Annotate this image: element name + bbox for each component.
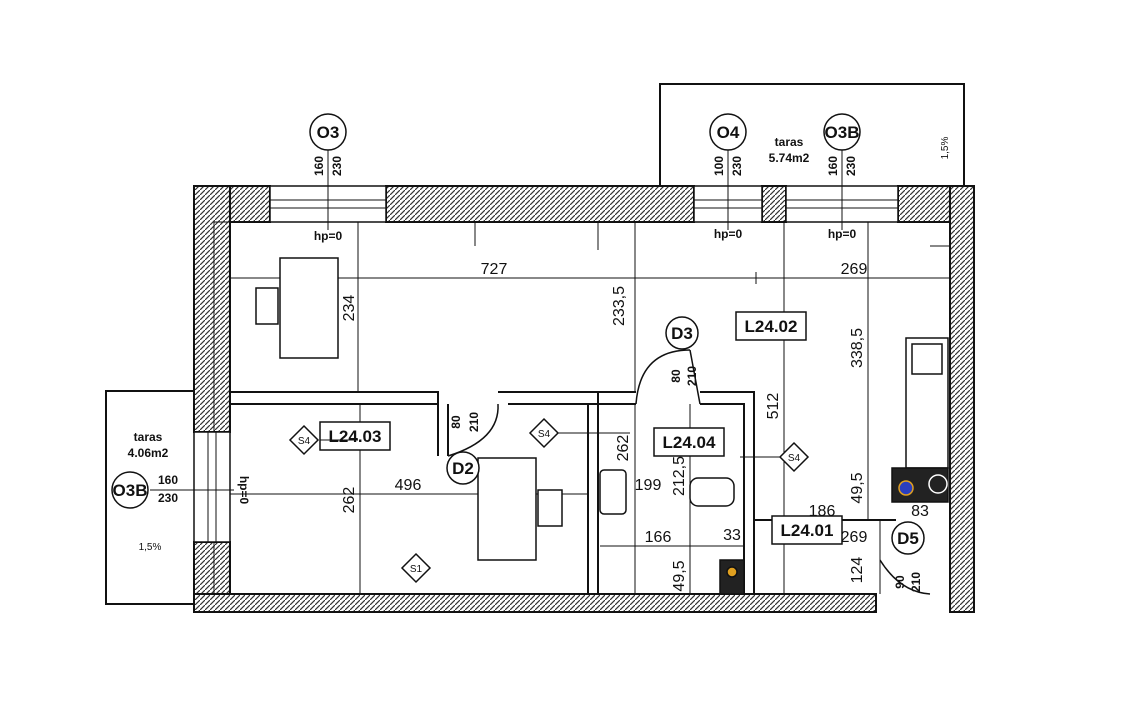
window-openings	[193, 185, 899, 543]
dim-186: 186	[809, 503, 836, 520]
desk-top	[279, 257, 339, 359]
dim-269-top: 269	[841, 261, 868, 278]
washbasin	[599, 469, 627, 515]
terrace-left: taras 4.06m2 1,5%	[105, 390, 194, 605]
dim-512: 512	[765, 393, 782, 420]
window-o3b-top-hp: hp=0	[828, 227, 857, 241]
dim-727: 727	[481, 261, 508, 278]
window-o4-width: 100	[712, 156, 726, 176]
dim-233-5: 233,5	[611, 286, 628, 326]
dim-49-5-right: 49,5	[849, 472, 866, 503]
window-o3b-left-hp: hp=0	[237, 476, 251, 505]
toilet	[689, 477, 735, 507]
exterior-walls	[193, 185, 975, 613]
dim-212-5: 212,5	[671, 456, 688, 496]
terrace-left-area: 4.06m2	[128, 446, 169, 460]
door-tags: D2 80 210 D3 80 210 D5 90 210	[446, 316, 925, 592]
dim-83: 83	[911, 503, 929, 520]
door-tag-d3: D3	[671, 324, 693, 343]
dim-199: 199	[635, 477, 662, 494]
room-labels: L24.02 L24.03 L24.04 L24.01	[319, 311, 843, 545]
window-tag-o4: O4	[717, 123, 740, 142]
window-o4-hp: hp=0	[714, 227, 743, 241]
socket-markers: S4 S4 S4 S1	[288, 417, 810, 584]
dim-33: 33	[723, 527, 741, 544]
terrace-top: taras 5.74m2 1,5%	[659, 83, 965, 186]
window-tag-o3b-top: O3B	[825, 123, 860, 142]
terrace-left-slope: 1,5%	[139, 542, 162, 553]
socket-s4-b: S4	[538, 429, 551, 440]
room-label-L24-03: L24.03	[329, 427, 382, 446]
terrace-left-label: taras	[134, 430, 163, 444]
dim-262-left: 262	[341, 487, 358, 514]
socket-s4-c: S4	[788, 453, 801, 464]
window-tag-o3b-left: O3B	[113, 481, 148, 500]
window-o3b-left-height: 230	[158, 491, 178, 505]
door-d5-height: 210	[909, 572, 923, 592]
window-o3b-top-height: 230	[844, 156, 858, 176]
window-tag-o3: O3	[317, 123, 340, 142]
dim-269-mid: 269	[841, 529, 868, 546]
terrace-top-slope: 1,5%	[940, 136, 951, 159]
window-o3b-left-width: 160	[158, 473, 178, 487]
window-o3b-top-width: 160	[826, 156, 840, 176]
dim-262-bath: 262	[615, 435, 632, 462]
door-d3-height: 210	[685, 366, 699, 386]
room-label-L24-04: L24.04	[663, 433, 716, 452]
door-tag-d2: D2	[452, 459, 474, 478]
door-d2-height: 210	[467, 412, 481, 432]
door-d3-width: 80	[669, 369, 683, 383]
room-label-L24-01: L24.01	[781, 521, 834, 540]
socket-s4-a: S4	[298, 436, 311, 447]
window-o3-height: 230	[330, 156, 344, 176]
dim-49-5-bottom: 49,5	[671, 560, 688, 591]
dim-338-5: 338,5	[849, 328, 866, 368]
dim-234: 234	[341, 295, 358, 322]
chair-bottom	[537, 489, 563, 527]
window-o3-hp: hp=0	[314, 229, 343, 243]
sink	[911, 343, 943, 375]
desk-bottom	[477, 457, 537, 561]
window-o4-height: 230	[730, 156, 744, 176]
chair-top	[255, 287, 279, 325]
dimension-texts: 727 269 234 233,5 338,5 512 262 496 262 …	[341, 261, 929, 592]
dim-166: 166	[645, 529, 672, 546]
door-swings	[447, 349, 931, 595]
window-o3-width: 160	[312, 156, 326, 176]
dim-124: 124	[849, 557, 866, 584]
door-d2-width: 80	[449, 415, 463, 429]
door-tag-d5: D5	[897, 529, 919, 548]
dim-496: 496	[395, 477, 422, 494]
room-label-L24-02: L24.02	[745, 317, 798, 336]
terrace-top-label: taras	[775, 135, 804, 149]
terrace-top-area: 5.74m2	[769, 151, 810, 165]
socket-s1: S1	[410, 564, 423, 575]
door-d5-width: 90	[893, 575, 907, 589]
window-tags: O3 160 230 hp=0 O4 100 230 hp=0 O3B 160 …	[111, 113, 861, 509]
furniture	[255, 257, 949, 595]
